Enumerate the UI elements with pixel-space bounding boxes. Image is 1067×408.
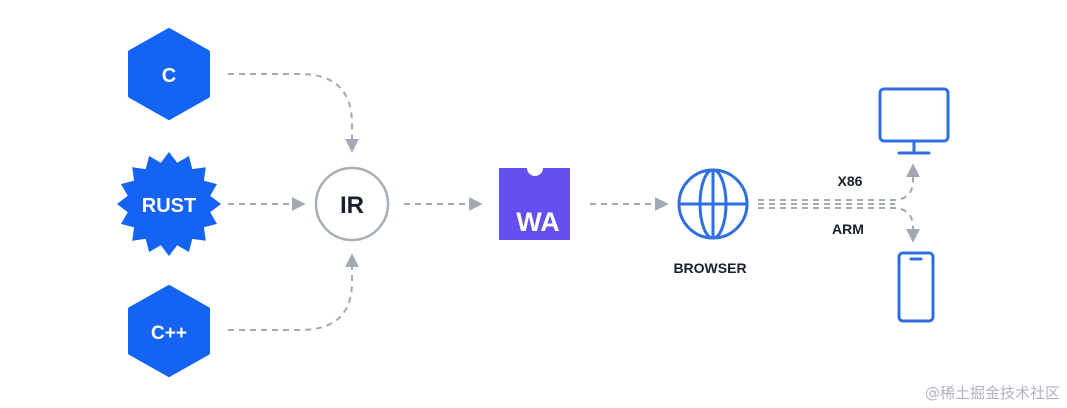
smartphone-icon — [897, 251, 935, 323]
source-cpp-node: C++ — [128, 285, 210, 377]
wasm-node: WA — [499, 168, 570, 240]
browser-node: BROWSER — [673, 168, 749, 276]
hexagon-shape — [128, 285, 210, 377]
globe-icon — [677, 168, 749, 240]
browser-label: BROWSER — [673, 260, 746, 276]
connector-browser-to-arm — [758, 207, 920, 243]
source-c-label: C — [162, 65, 176, 87]
target-arm-label: ARM — [832, 221, 864, 237]
watermark-text: @稀土掘金技术社区 — [925, 384, 1060, 402]
connectors — [228, 73, 920, 331]
connector-cpp-to-ir — [228, 253, 359, 331]
source-cpp-label: C++ — [151, 323, 187, 344]
source-rust-label: RUST — [142, 195, 196, 217]
wasm-label: WA — [516, 207, 560, 237]
connector-browser-to-x86 — [758, 163, 920, 201]
ir-node: IR — [314, 166, 390, 242]
connector-c-to-ir — [228, 73, 359, 153]
ir-ring — [314, 166, 390, 242]
hexagon-shape — [128, 28, 210, 120]
wasm-logo-icon — [499, 168, 570, 240]
target-x86-label: X86 — [838, 173, 863, 189]
source-rust-node: RUST — [117, 152, 221, 256]
ir-label: IR — [340, 192, 364, 219]
source-c-node: C — [128, 28, 210, 120]
gear-shape — [117, 152, 221, 256]
desktop-monitor-icon — [878, 87, 950, 155]
